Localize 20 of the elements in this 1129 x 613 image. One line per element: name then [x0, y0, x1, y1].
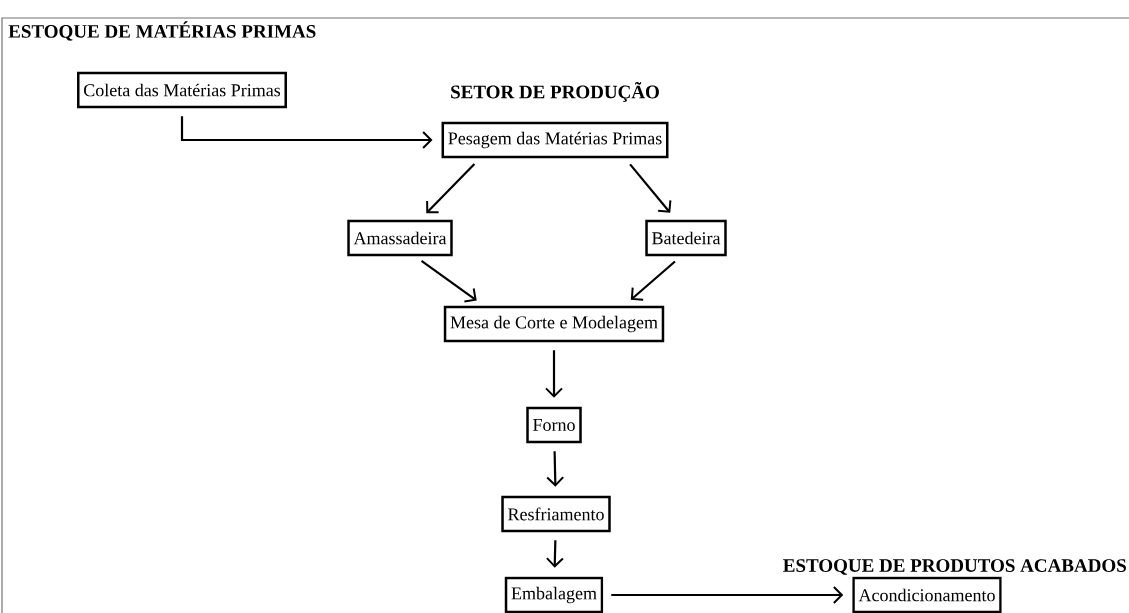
process-box: Forno — [526, 406, 582, 444]
process-box: Resfriamento — [501, 495, 611, 533]
arrow — [545, 540, 564, 568]
arrow — [180, 116, 433, 149]
process-box: Coleta das Matérias Primas — [77, 71, 287, 109]
process-box: Amassadeira — [347, 219, 453, 257]
arrow — [630, 260, 676, 301]
arrow — [545, 350, 563, 398]
section-heading: SETOR DE PRODUÇÃO — [451, 81, 659, 103]
arrow — [426, 163, 476, 214]
process-box: Acondicionamento — [852, 576, 1002, 613]
process-box: Embalagem — [504, 576, 604, 613]
arrow — [629, 163, 672, 213]
arrow — [420, 260, 477, 303]
process-box: Mesa de Corte e Modelagem — [443, 305, 665, 343]
arrow — [546, 451, 565, 487]
arrow — [611, 586, 844, 604]
section-heading: ESTOQUE DE MATÉRIAS PRIMAS — [8, 21, 316, 41]
process-box: Batedeira — [645, 219, 727, 257]
process-box: Pesagem das Matérias Primas — [441, 121, 669, 159]
